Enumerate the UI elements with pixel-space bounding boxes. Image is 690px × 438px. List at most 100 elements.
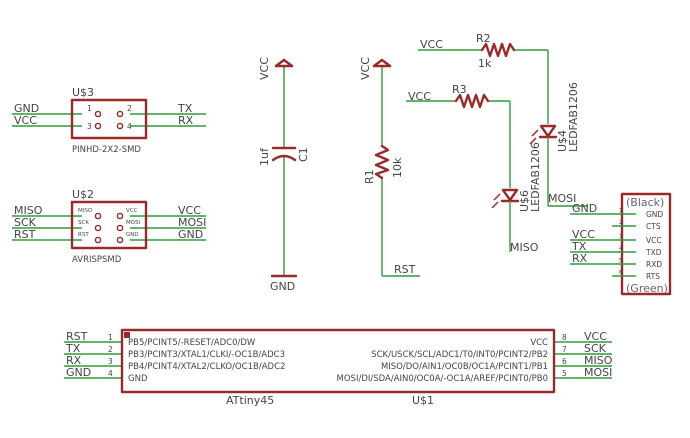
net-label: VCC [14, 114, 37, 127]
u1-pin-name: PB3/PCINT3/XTAL1/CLKI/-OC1B/ADC3 [128, 350, 285, 360]
u3-pin-num: 1 [87, 104, 92, 113]
r3-name: R3 [452, 83, 467, 96]
ftdi-pin-name: RXD [646, 260, 662, 269]
u1-pin-num: 6 [562, 357, 567, 366]
u3-pin-num: 3 [87, 122, 92, 131]
u6-led-ray [493, 193, 501, 201]
u2-isp-header[interactable]: MISO SCK RST VCC MOSI GND U$2 AVRISPSMD … [12, 188, 206, 265]
r2-name: R2 [476, 32, 491, 45]
u2-pin-marker [116, 212, 124, 220]
ftdi-body [620, 192, 672, 296]
net-label: TX [571, 240, 587, 253]
u1-pin-name: MOSI/DI/SDA/AIN0/OC0A/-OC1A/AREF/PCINT0/… [337, 374, 548, 384]
u2-pin-marker [94, 212, 102, 220]
net-label: VCC [420, 38, 443, 51]
r2-body [480, 42, 516, 58]
r1-resistor[interactable]: VCC R1 10k RST [359, 57, 420, 277]
c1-name: C1 [297, 147, 310, 162]
u1-pin-name: PB4/PCINT4/XTAL2/CLKO/OC1B/ADC2 [128, 362, 285, 372]
ftdi-pin-num: 1 [619, 208, 623, 214]
u3-package: PINHD-2X2-SMD [72, 145, 141, 155]
u1-pin-name: PB5/PCINT5/-RESET/ADC0/DW [128, 338, 256, 348]
u4-led-triangle [539, 124, 557, 138]
u1-pin-num: 1 [108, 333, 113, 342]
ftdi-bottom-label: (Green) [626, 282, 668, 295]
u1-pin-num: 8 [562, 333, 567, 342]
r1-name: R1 [363, 169, 376, 184]
ftdi-pin-name: CTS [646, 222, 661, 231]
net-label: RX [572, 252, 588, 265]
u1-pin-name: GND [128, 374, 148, 384]
u3-body [70, 98, 148, 140]
u1-body [120, 328, 556, 394]
ftdi-pin-name: VCC [646, 236, 662, 245]
u2-package: AVRISPSMD [72, 255, 122, 265]
r2-resistor[interactable]: VCC R2 1k [418, 32, 549, 124]
net-label: MISO [14, 204, 43, 217]
u1-pin-name: SCK/USCK/SCL/ADC1/T0/INT0/PCINT2/PB2 [371, 350, 548, 360]
ftdi-pin-num: 5 [619, 258, 623, 264]
net-label: VCC [258, 57, 271, 80]
net-label: MISO [510, 241, 539, 254]
net-label: MOSI [548, 192, 576, 205]
net-label: VCC [408, 90, 431, 103]
r3-body [454, 93, 490, 109]
u1-pin-num: 7 [562, 345, 567, 354]
u1-pin-num: 4 [108, 369, 113, 378]
ftdi-pin-num: 3 [619, 234, 623, 240]
net-label: GND [572, 202, 597, 215]
u2-pin-marker [94, 236, 102, 244]
u1-pin1-marker [124, 332, 130, 338]
c1-capacitor[interactable]: VCC 1uf C1 GND [258, 57, 310, 293]
u1-pin-num: 2 [108, 345, 113, 354]
u2-body [70, 200, 148, 250]
u2-pin-name: GND [126, 232, 139, 238]
u2-pin-marker [116, 236, 124, 244]
u6-part: LEDFAB1206 [529, 142, 542, 212]
net-label: GND [66, 366, 91, 379]
ftdi-pin-num: 2 [619, 220, 623, 226]
u3-pin-marker [94, 110, 102, 118]
net-label: RX [66, 354, 82, 367]
u2-pin-marker [94, 224, 102, 232]
u3-pin-marker [94, 122, 102, 130]
u6-led[interactable]: U$6 LEDFAB1206 MISO [491, 142, 542, 254]
net-label: GND [178, 228, 203, 241]
u4-name: U$4 [556, 130, 569, 152]
u2-name: U$2 [72, 188, 94, 201]
u4-led-ray [531, 129, 539, 137]
net-label: VCC [572, 228, 595, 241]
u3-header[interactable]: U$3 PINHD-2X2-SMD 1 2 3 4 GND VCC TX RX [12, 86, 206, 155]
u3-pin-num: 2 [127, 104, 132, 113]
u6-name: U$6 [518, 190, 531, 212]
u6-led-triangle [501, 188, 519, 202]
u3-pin-marker [116, 122, 124, 130]
r3-resistor[interactable]: VCC R3 [406, 83, 511, 188]
u3-name: U$3 [72, 86, 94, 99]
ftdi-pin-name: TXD [645, 248, 662, 257]
ftdi-connector[interactable]: (Black) (Green) 1 2 3 4 5 6 GND CTS VCC … [570, 192, 672, 296]
u2-pin-name: MISO [78, 208, 93, 214]
net-label: MOSI [584, 366, 612, 379]
net-label: VCC [359, 57, 372, 80]
u1-attiny45[interactable]: 1 2 3 4 8 7 6 5 PB5/PCINT5/-RESET/ADC0/D… [64, 328, 613, 407]
u4-led[interactable]: U$4 LEDFAB1206 MOSI [529, 82, 588, 207]
u4-led-ray [529, 137, 537, 145]
u1-pin-num: 3 [108, 357, 113, 366]
c1-plate-curved [271, 154, 297, 162]
ftdi-pin-num: 4 [619, 246, 623, 252]
net-label: VCC [584, 330, 607, 343]
net-label: GND [270, 280, 295, 293]
net-label: GND [14, 102, 39, 115]
vcc-arrow [380, 58, 392, 68]
r2-value: 1k [478, 57, 492, 70]
r1-value: 10k [391, 157, 404, 178]
ftdi-pin-name: RTS [646, 272, 660, 281]
net-label: RST [66, 330, 88, 343]
u2-pin-name: VCC [126, 208, 138, 214]
vcc-arrow [274, 58, 286, 68]
u1-pin-name: MISO/DO/AIN1/OC0B/OC1A/PCINT1/PB1 [381, 362, 548, 372]
u2-pin-name: SCK [78, 220, 89, 226]
